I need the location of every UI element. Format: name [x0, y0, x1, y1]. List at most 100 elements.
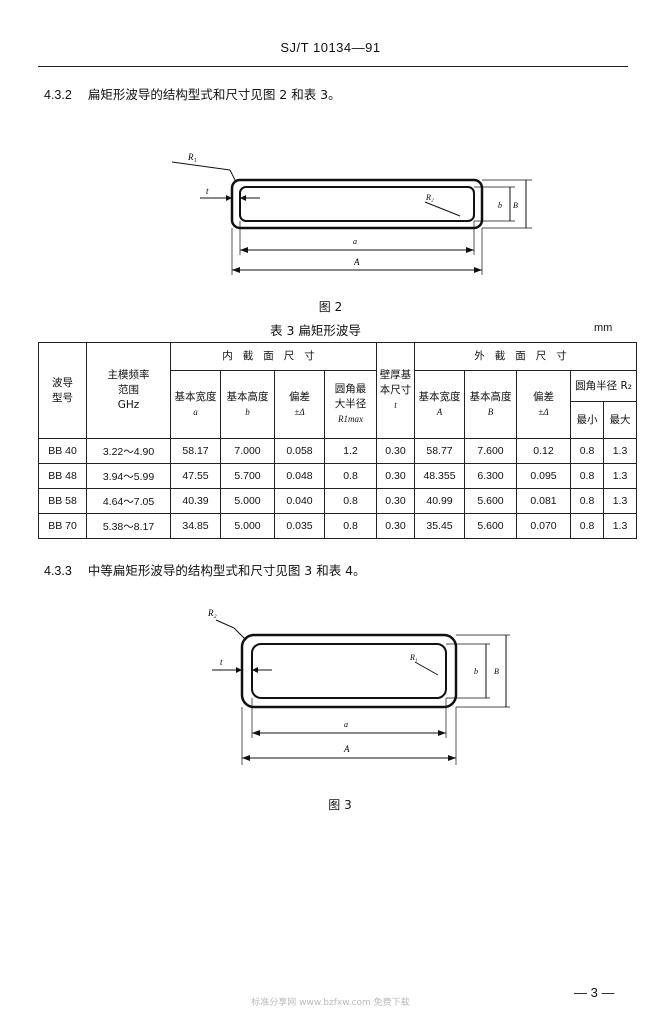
label-r2: R₂ [207, 608, 217, 618]
page-number: — 3 — [574, 985, 615, 1000]
cell-r2-max: 1.3 [602, 488, 638, 514]
figure-2-caption: 图 2 [318, 300, 343, 314]
outer-wall-outline [230, 178, 484, 230]
figure-3-drawing: R₂ t R₁ b B a A [207, 608, 510, 765]
cell-t: 0.30 [376, 463, 415, 489]
figure-2-drawing: R₁ t R₂ b B a A [171, 152, 532, 275]
cell-type: BB 48 [38, 463, 87, 489]
cell-r1max: 0.8 [324, 463, 377, 489]
cell-A: 35.45 [414, 513, 465, 539]
header-inner: 内截面尺寸 [170, 342, 377, 371]
inner-cavity-outline [239, 186, 475, 222]
cell-b: 5.000 [220, 513, 275, 539]
standard-number: SJ/T 10134—91 [280, 40, 381, 55]
cell-r2-min: 0.8 [570, 513, 604, 539]
header-outer: 外截面尺寸 [413, 342, 638, 371]
cell-B: 5.600 [464, 488, 517, 514]
cell-outer-tol: 0.095 [516, 463, 571, 489]
cell-type: BB 70 [38, 513, 87, 539]
label-a: a [344, 720, 348, 729]
cell-outer-tol: 0.070 [516, 513, 571, 539]
cell-r2-max: 1.3 [602, 463, 638, 489]
header-inner-height-label: 基本高度 [226, 390, 269, 403]
label-b: b [498, 201, 502, 210]
cell-r2-min: 0.8 [570, 488, 604, 514]
label-r1: R₁ [409, 653, 418, 662]
header-rule [38, 66, 628, 67]
header-inner-width-label: 基本宽度 [174, 390, 217, 403]
cell-B: 7.600 [464, 438, 517, 464]
label-t: t [206, 186, 209, 196]
header-inner-width-sym: a [193, 406, 198, 417]
cell-r2-max: 1.3 [602, 513, 638, 539]
cell-type: BB 40 [38, 438, 87, 464]
header-wall: 壁厚基本尺寸 t [376, 342, 415, 439]
header-outer-height-sym: B [487, 406, 494, 417]
cell-A: 40.99 [414, 488, 465, 514]
header-outer-height-label: 基本高度 [469, 390, 512, 403]
cell-b: 7.000 [220, 438, 275, 464]
label-r2: R₂ [425, 193, 434, 202]
cell-outer-tol: 0.081 [516, 488, 571, 514]
cell-b: 5.700 [220, 463, 275, 489]
label-B: B [494, 667, 499, 676]
cell-freq: 5.38～8.17 [86, 513, 171, 539]
header-outer-width-label: 基本宽度 [418, 390, 461, 403]
cell-r2-max: 1.3 [602, 438, 638, 464]
inner-cavity-outline [251, 643, 447, 699]
label-B: B [513, 201, 518, 210]
header-inner-height-sym: b [245, 406, 250, 417]
header-type: 波导型号 [38, 342, 87, 439]
cell-A: 58.77 [414, 438, 465, 464]
cell-a: 40.39 [170, 488, 221, 514]
header-inner-width: 基本宽度 a [170, 370, 221, 439]
header-wall-label: 壁厚基本尺寸 [379, 369, 412, 396]
header-inner-tol-sym: ±Δ [294, 406, 305, 417]
cell-r1max: 0.8 [324, 488, 377, 514]
header-outer-r-min: 最小 [570, 401, 604, 439]
label-t: t [220, 657, 223, 667]
cell-t: 0.30 [376, 513, 415, 539]
header-wall-sym: t [394, 400, 397, 410]
header-outer-width: 基本宽度 A [414, 370, 465, 439]
header-corner-r: 圆角最大半径 R1max [324, 370, 377, 439]
cell-inner-tol: 0.058 [274, 438, 325, 464]
header-outer-tol-sym: ±Δ [538, 406, 549, 417]
cell-a: 58.17 [170, 438, 221, 464]
header-inner-height: 基本高度 b [220, 370, 275, 439]
header-freq-unit: GHz [117, 399, 140, 411]
cell-r2-min: 0.8 [570, 438, 604, 464]
label-A: A [343, 744, 350, 754]
clause-text: 扁矩形波导的结构型式和尺寸见图 2 和表 3。 [87, 87, 341, 102]
table-3-title: 表 3 扁矩形波导 [270, 323, 361, 338]
header-outer-height: 基本高度 B [464, 370, 517, 439]
cell-freq: 3.22～4.90 [86, 438, 171, 464]
header-outer-r-max: 最大 [602, 401, 638, 439]
cell-outer-tol: 0.12 [516, 438, 571, 464]
header-outer-r: 圆角半径 R₂ [569, 370, 638, 402]
clause-4-3-2: 4.3.2 扁矩形波导的结构型式和尺寸见图 2 和表 3。 [44, 84, 341, 103]
cell-b: 5.000 [220, 488, 275, 514]
header-corner-r-sym: R1max [338, 414, 363, 424]
watermark: 标准分享网 www.bzfxw.com 免费下载 [251, 998, 410, 1008]
label-b: b [474, 667, 478, 676]
cell-B: 6.300 [464, 463, 517, 489]
figure-3-caption: 图 3 [328, 798, 352, 812]
label-a: a [353, 237, 357, 246]
cell-B: 5.600 [464, 513, 517, 539]
header-outer-tol-label: 偏差 [533, 390, 554, 403]
cell-inner-tol: 0.035 [274, 513, 325, 539]
header-inner-tol-label: 偏差 [289, 390, 310, 403]
header-freq: 主模频率范围 GHz [86, 342, 171, 439]
cell-inner-tol: 0.040 [274, 488, 325, 514]
table-3: 波导型号 主模频率范围 GHz 内截面尺寸 壁厚基本尺寸 t 外截面尺寸 基本宽… [38, 342, 638, 539]
clause-number: 4.3.2 [44, 88, 72, 102]
table-3-unit: mm [594, 322, 613, 334]
cell-a: 47.55 [170, 463, 221, 489]
outer-wall-outline [240, 633, 458, 709]
cell-freq: 4.64～7.05 [86, 488, 171, 514]
